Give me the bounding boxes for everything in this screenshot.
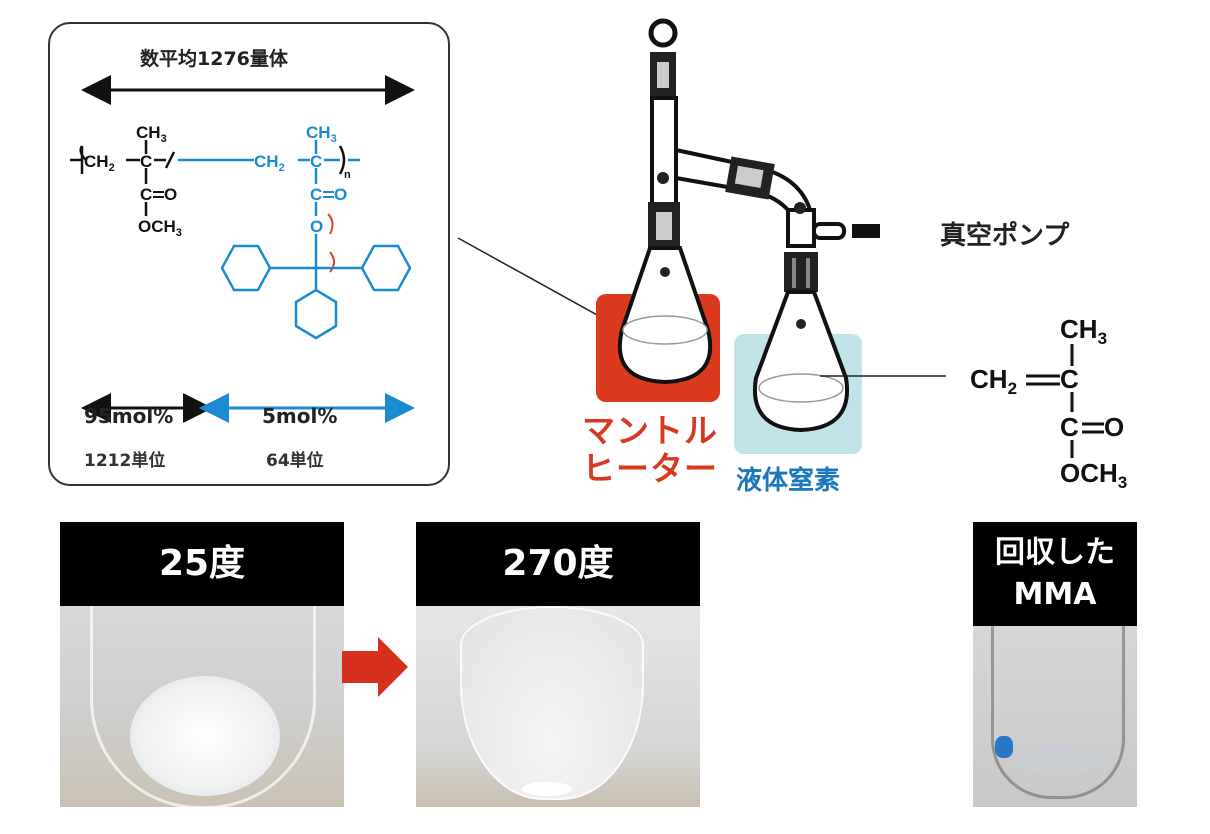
flask-empty-image [416,606,700,807]
photo-header-mma: 回収した MMA [973,522,1137,626]
photo-recovered-mma: 回収した MMA [973,522,1137,807]
photo-25-degrees: 25度 [60,522,344,807]
svg-text:C: C [1060,412,1079,442]
svg-text:O: O [310,217,323,236]
svg-text:C: C [140,185,152,204]
mma-structure: CH3 CH2 C C O OCH3 [970,314,1127,492]
leader-line-mma [820,375,946,377]
phenyl-ring [220,244,272,292]
mma-ch2: CH2 [970,364,1017,398]
phenyl-ring [360,244,412,292]
svg-text:O: O [334,185,347,204]
pmma-mol-fraction: 95mol% [84,404,174,428]
flask-powder-image [60,606,344,807]
pmma-repeat-unit: CH2 C CH3 C O OCH3 [70,123,182,239]
pmma-unit-count: 1212単位 [84,451,166,471]
cleavage-mark [327,213,334,235]
svg-text:n: n [344,169,351,181]
vacuum-pump-label: 真空ポンプ [940,221,1070,251]
recovered-mma-image [973,626,1137,807]
svg-text:O: O [164,185,177,204]
trityl-ch3: CH3 [306,123,337,145]
svg-text:O: O [1104,412,1124,442]
svg-text:C: C [1060,364,1079,394]
mantle-heater-label: マントル ヒーター [582,411,718,488]
trityl-methacrylate-unit: CH2 C CH3 n C O O [178,123,412,340]
svg-text:C: C [140,152,152,171]
photo-270-degrees: 270度 [416,522,700,807]
svg-text:CH2: CH2 [254,152,285,174]
transition-arrow [342,637,408,697]
degree-of-polymerization-title: 数平均1276量体 [140,48,288,70]
mma-ch3: CH3 [1060,314,1107,348]
svg-text:C: C [310,152,322,171]
pmma-ch2: CH2 [84,152,115,174]
mma-och3: OCH3 [1060,458,1127,492]
svg-text:C: C [310,185,322,204]
polymer-structure-drawing: CH2 C CH3 C O OCH3 CH2 C CH3 n C O O [70,75,415,423]
photo-header-270: 270度 [416,522,700,606]
pump-arrow [852,224,880,238]
cleavage-mark [329,251,335,273]
distillation-apparatus [617,18,880,433]
pmma-ch3: CH3 [136,123,167,145]
liquid-nitrogen-label: 液体窒素 [736,466,841,496]
trityl-unit-count: 64単位 [266,451,324,471]
phenyl-ring [294,288,338,340]
trityl-mol-fraction: 5mol% [262,404,338,428]
photo-header-25: 25度 [60,522,344,606]
pmma-och3: OCH3 [138,217,182,239]
